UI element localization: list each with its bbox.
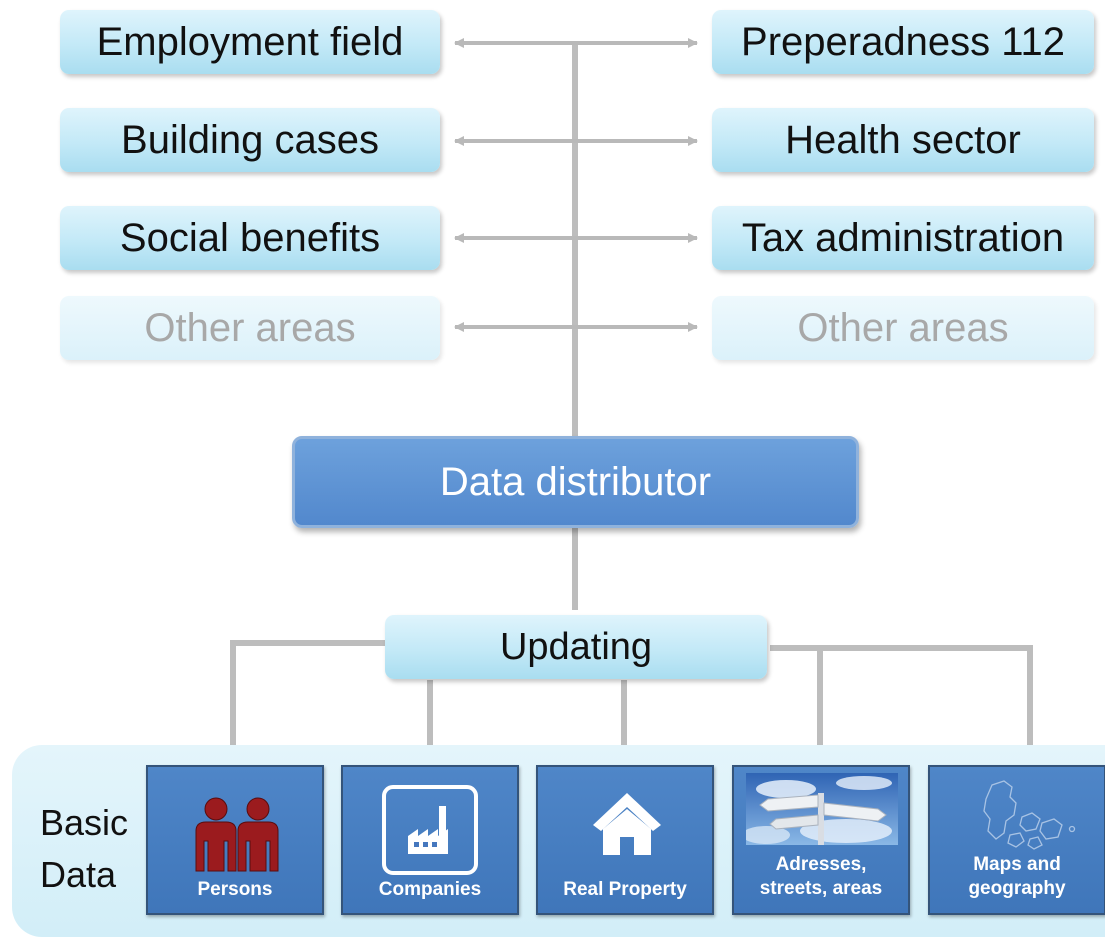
- area-label: Health sector: [785, 117, 1021, 162]
- tile-addresses: Adresses, streets, areas: [732, 765, 910, 915]
- updating-label: Updating: [499, 625, 653, 668]
- tile-label-companies: Companies: [378, 879, 482, 900]
- area-label: Building cases: [121, 117, 379, 162]
- area-label: Preperadness 112: [741, 19, 1065, 64]
- area-box-tax-administration: Tax administration: [712, 206, 1094, 270]
- area-label: Other areas: [797, 305, 1009, 350]
- area-box-health-sector: Health sector: [712, 108, 1094, 172]
- area-box-other-areas-right: Other areas: [712, 296, 1094, 360]
- basic-data-label: Basic Data: [40, 802, 129, 895]
- data-distributor-box: Data distributor: [292, 436, 859, 528]
- tile-label-real-property: Real Property: [563, 879, 687, 900]
- area-box-preparedness-112: Preperadness 112: [712, 10, 1094, 74]
- area-box-other-areas-left: Other areas: [60, 296, 440, 360]
- tile-real-property: Real Property: [536, 765, 714, 915]
- area-label: Social benefits: [119, 215, 381, 260]
- tile-label-addresses: Adresses, streets, areas: [759, 854, 883, 899]
- persons-icon: [195, 797, 279, 872]
- tile-companies: Companies: [341, 765, 519, 915]
- tile-persons: Persons: [146, 765, 324, 915]
- area-box-social-benefits: Social benefits: [60, 206, 440, 270]
- area-box-building-cases: Building cases: [60, 108, 440, 172]
- area-label: Other areas: [144, 305, 356, 350]
- area-box-employment-field: Employment field: [60, 10, 440, 74]
- area-label: Employment field: [96, 19, 404, 64]
- area-label: Tax administration: [741, 215, 1065, 260]
- factory-icon: [382, 785, 478, 875]
- signpost-image: [746, 773, 898, 845]
- tile-maps: Maps and geography: [928, 765, 1105, 915]
- denmark-map-icon: [983, 780, 1076, 850]
- updating-box: Updating: [385, 615, 767, 679]
- house-icon: [593, 793, 661, 855]
- tile-label-maps: Maps and geography: [968, 854, 1066, 899]
- tile-label-persons: Persons: [197, 879, 273, 900]
- distributor-label: Data distributor: [439, 459, 712, 504]
